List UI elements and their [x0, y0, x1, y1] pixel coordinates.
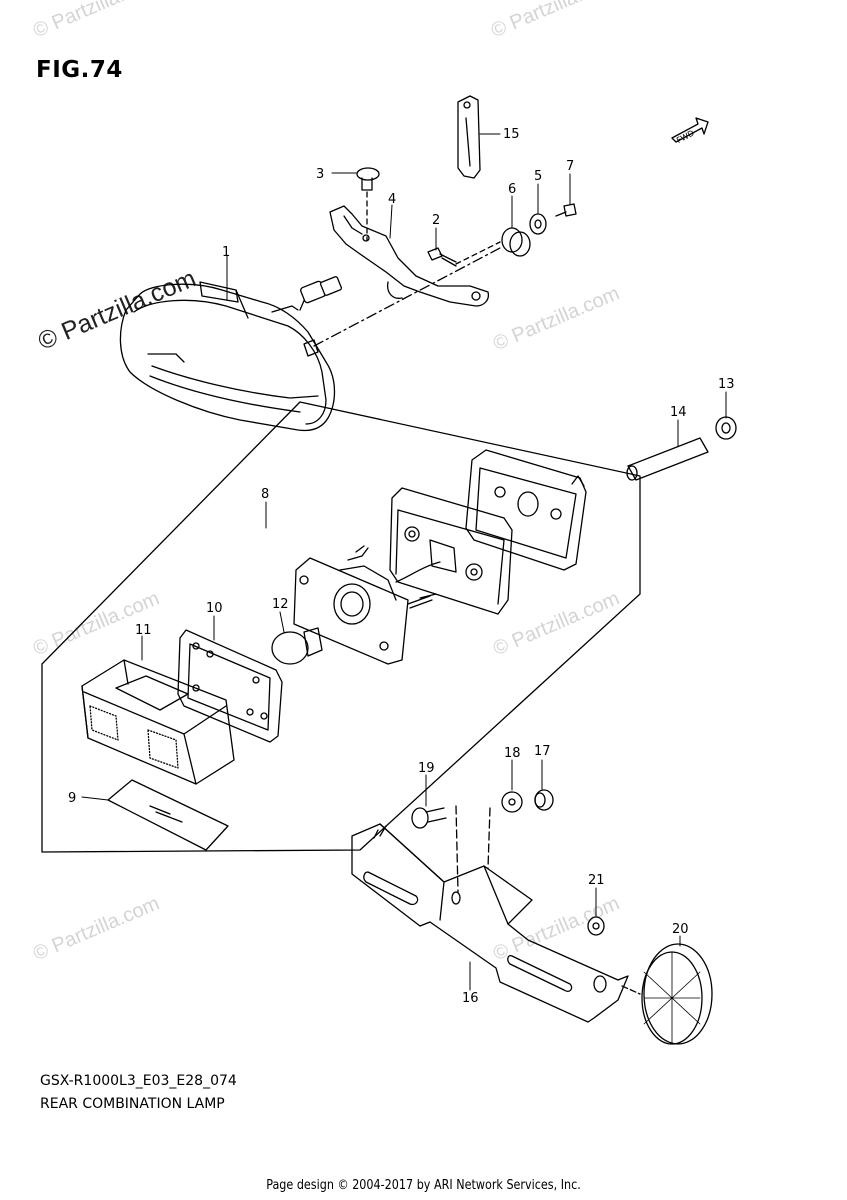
grommet — [501, 227, 531, 257]
callout-2: 2 — [432, 213, 440, 228]
callout-14: 14 — [670, 405, 687, 420]
callout-13: 13 — [718, 377, 735, 392]
callout-15: 15 — [503, 127, 520, 142]
callout-10: 10 — [206, 601, 223, 616]
fwd-label: FWD — [675, 128, 696, 145]
callout-5: 5 — [534, 169, 542, 184]
model-code: GSX-R1000L3_E03_E28_074 — [40, 1073, 237, 1089]
screw — [356, 167, 380, 191]
callout-16: 16 — [462, 991, 479, 1006]
lamp-housing — [389, 487, 513, 615]
callout-17: 17 — [534, 744, 551, 759]
callout-1: 1 — [222, 245, 230, 260]
callout-leaders — [81, 133, 727, 991]
callout-20: 20 — [672, 922, 689, 937]
screw-small — [555, 203, 577, 217]
callout-18: 18 — [504, 746, 521, 761]
license-bracket — [351, 823, 629, 1023]
bulb — [271, 627, 323, 665]
bracket-nut — [534, 789, 554, 811]
reflector-nut — [587, 916, 605, 936]
callout-8: 8 — [261, 487, 269, 502]
callout-11: 11 — [135, 623, 152, 638]
callout-6: 6 — [508, 182, 516, 197]
bracket-screw — [411, 807, 447, 829]
callout-3: 3 — [316, 167, 324, 182]
figure-title: FIG.74 — [36, 57, 123, 83]
sleeve — [626, 437, 709, 481]
callout-7: 7 — [566, 159, 574, 174]
nut — [715, 416, 737, 440]
bulb-socket-plate — [293, 545, 441, 665]
tail-lens — [81, 659, 235, 785]
wire-clip — [457, 95, 481, 179]
page-credit: Page design © 2004-2017 by ARI Network S… — [266, 1178, 581, 1193]
diagram-name: REAR COMBINATION LAMP — [40, 1096, 225, 1112]
round-reflector — [641, 943, 713, 1045]
callout-labels: 1 2 3 4 5 6 7 8 9 10 11 12 13 14 15 16 1… — [68, 127, 735, 1006]
washer — [529, 213, 547, 235]
rear-gasket — [465, 449, 587, 571]
bolt — [427, 247, 457, 267]
callout-19: 19 — [418, 761, 435, 776]
callout-4: 4 — [388, 192, 396, 207]
tail-lamp-assembly — [119, 276, 343, 432]
callout-12: 12 — [272, 597, 289, 612]
reflector-plate — [107, 779, 229, 851]
assembly-boundary — [41, 401, 641, 853]
callout-9: 9 — [68, 791, 76, 806]
callout-21: 21 — [588, 873, 605, 888]
lamp-bracket — [329, 205, 490, 307]
bracket-washer — [501, 791, 523, 813]
fwd-arrow-icon: FWD — [671, 117, 709, 145]
